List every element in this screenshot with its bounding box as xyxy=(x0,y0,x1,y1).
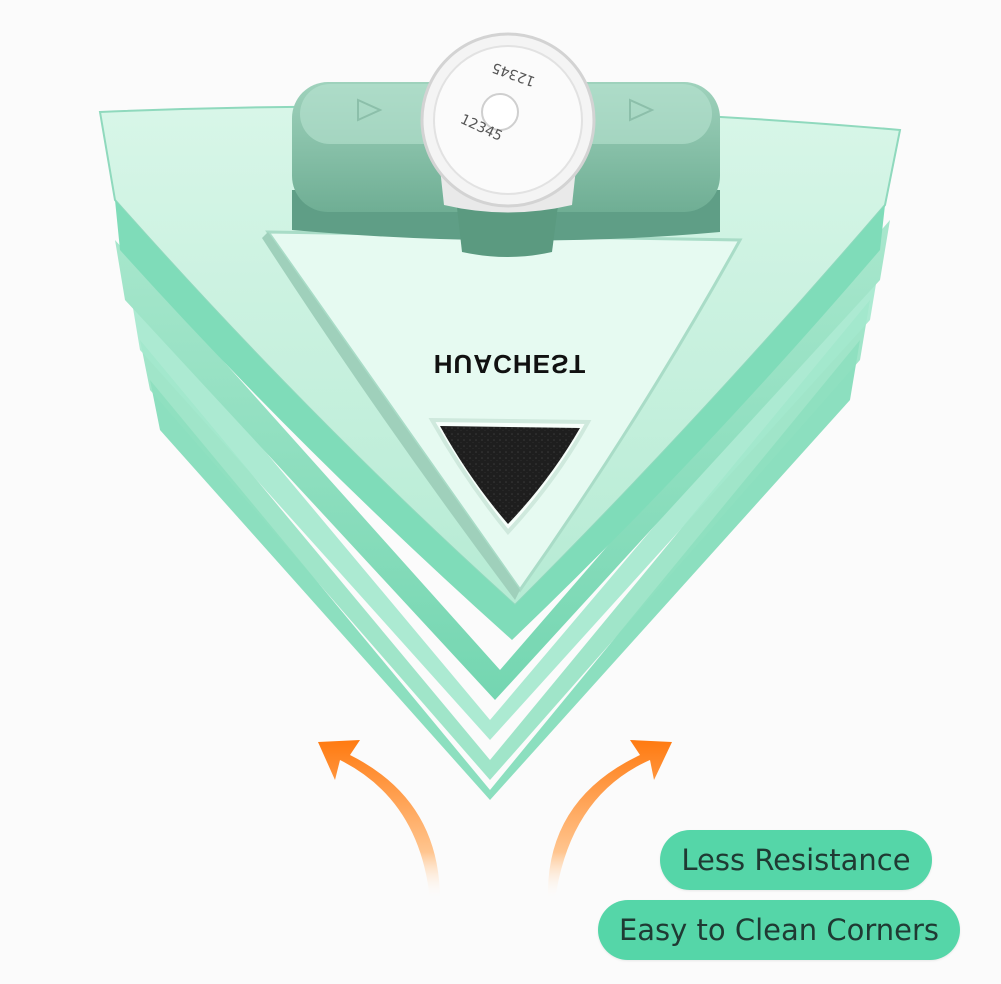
inner-panel-shadow xyxy=(262,232,520,600)
feature-badge-less-resistance: Less Resistance xyxy=(660,830,932,890)
thickness-dial: 12345 12345 xyxy=(420,32,596,213)
sponge xyxy=(440,426,580,524)
motion-arrow-right-icon xyxy=(547,740,672,900)
body-layer-bottom xyxy=(150,340,860,800)
brand-text: HUACHEST xyxy=(434,349,586,379)
body-layers xyxy=(115,220,890,800)
arrow-right-icon xyxy=(629,98,655,122)
arrow-left-icon xyxy=(357,98,383,122)
motion-arrow-left-icon xyxy=(318,740,440,900)
feature-label: Easy to Clean Corners xyxy=(618,913,940,947)
feature-badge-clean-corners: Easy to Clean Corners xyxy=(598,900,960,960)
dial-center xyxy=(481,93,519,131)
body-layer-2 xyxy=(130,260,880,740)
feature-label: Less Resistance xyxy=(681,843,911,877)
body-layer-3 xyxy=(140,300,870,780)
